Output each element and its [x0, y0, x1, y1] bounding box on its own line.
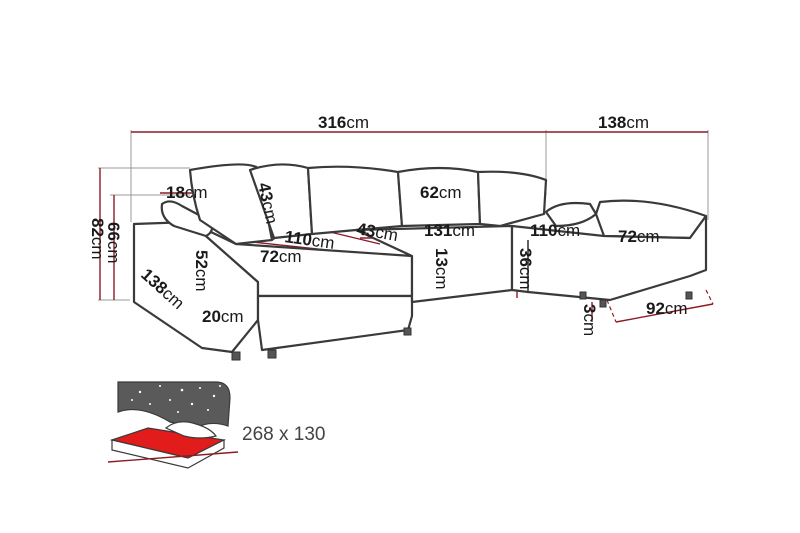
label-cushion-width: 62cm [420, 183, 462, 202]
label-chaise-width: 138cm [598, 113, 649, 132]
label-back-height: 43cm [254, 181, 281, 226]
bed-function-icon: 268 x 130 [107, 381, 325, 469]
pillow-icon [164, 421, 218, 439]
label-leg-side: 20cm [202, 307, 244, 326]
leg-3 [403, 327, 412, 336]
sofa-outline [132, 163, 708, 361]
left-back-cushion [188, 163, 274, 246]
label-total-height: 82cm [88, 218, 107, 260]
dim-line-right-depth [615, 303, 714, 323]
label-armrest-width: 18cm [166, 183, 208, 202]
label-left-inner: 43cm [355, 219, 399, 245]
leg-6 [685, 291, 693, 300]
label-seat-height-left: 52cm [192, 250, 211, 292]
dim-line-left-inner [329, 231, 381, 245]
dim-line-right-depth-guide [606, 299, 617, 323]
label-back-height-inner: 66cm [104, 222, 123, 264]
left-chaise-front [256, 294, 414, 352]
bed-dimension-line [107, 451, 239, 463]
middle-seat [354, 224, 514, 304]
label-mid-step: 13cm [432, 248, 451, 290]
label-seat-depth-left: 110cm [283, 227, 335, 253]
label-right-seat-depth: 110cm [530, 221, 580, 240]
night-sky-panel [117, 381, 231, 429]
star-icons [131, 385, 221, 413]
leg-5 [599, 299, 607, 308]
bed-base [111, 439, 225, 469]
label-total-width: 316cm [318, 113, 369, 132]
left-pillow [160, 200, 214, 238]
leg-2 [267, 349, 277, 359]
label-leg-height: 3cm [580, 304, 599, 336]
back-cushion-4 [476, 170, 548, 228]
right-chaise-seat [510, 214, 708, 302]
dim-line-right-depth-guide-2 [705, 289, 714, 305]
label-right-seat-height: 36cm [516, 248, 535, 290]
back-cushion-2 [306, 165, 404, 236]
leg-1 [231, 351, 241, 361]
label-right-seat-width: 72cm [618, 227, 660, 246]
leg-4 [579, 291, 587, 300]
bed-size-label: 268 x 130 [242, 424, 325, 445]
label-seat-width-left: 72cm [260, 247, 302, 266]
label-right-depth: 92cm [646, 299, 688, 318]
label-middle-length: 131cm [424, 221, 475, 240]
